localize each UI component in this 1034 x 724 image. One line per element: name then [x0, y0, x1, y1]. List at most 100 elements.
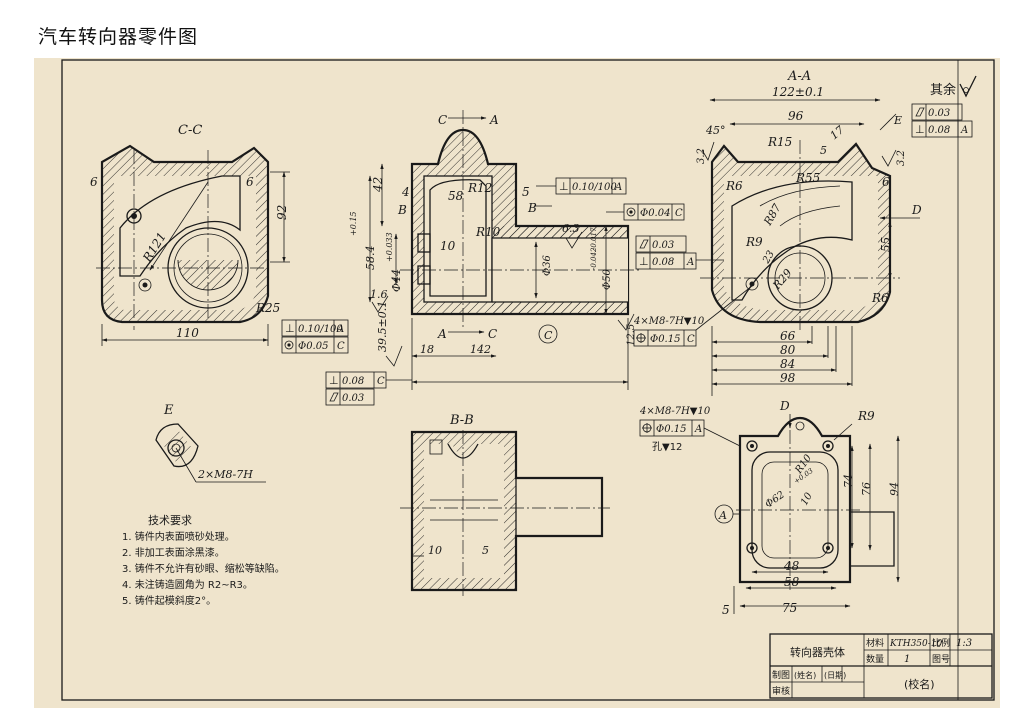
- svg-text:0.08: 0.08: [652, 257, 674, 268]
- svg-text:R15: R15: [767, 135, 792, 149]
- svg-text:R12: R12: [467, 181, 492, 195]
- svg-text:6: 6: [90, 175, 98, 189]
- svg-text:6.3: 6.3: [562, 222, 580, 235]
- view-a-a: A-A 122±0.1 96 45° R15 5 17 3.2 3.2 R6 R…: [696, 69, 922, 396]
- thread-callout-2: 4×M8-7H▼10 Φ0.15 A 孔▼12: [639, 406, 741, 453]
- svg-text:58: 58: [448, 189, 464, 203]
- svg-text:⊥: ⊥: [285, 322, 295, 335]
- svg-text:10: 10: [440, 239, 456, 253]
- svg-text:+0.15: +0.15: [349, 211, 358, 236]
- svg-text:55: 55: [879, 237, 893, 252]
- svg-text:A-A: A-A: [787, 69, 811, 84]
- svg-text:C: C: [675, 208, 683, 219]
- svg-text:3. 铸件不允许有砂眼、缩松等缺陷。: 3. 铸件不允许有砂眼、缩松等缺陷。: [122, 562, 285, 575]
- svg-text:Φ0.15: Φ0.15: [656, 424, 686, 435]
- svg-text:⊥: ⊥: [639, 255, 649, 268]
- svg-text:66: 66: [780, 329, 796, 343]
- svg-text:2×M8-7H: 2×M8-7H: [197, 468, 253, 481]
- svg-text:3.2: 3.2: [896, 150, 907, 166]
- svg-text:B: B: [397, 203, 407, 217]
- view-main: C A 58 R12 5 4 B 42 B 10 R10 58.4 +0.15 …: [349, 110, 640, 390]
- tol-box-cc: ⊥ 0.10/100 A Φ0.05 C: [281, 319, 349, 354]
- tol-box-bottom-left: ⊥ 0.08 C 0.03: [325, 371, 412, 406]
- svg-text:A: A: [686, 257, 694, 268]
- svg-text:技术要求: 技术要求: [148, 514, 192, 527]
- thread-callout-1: 4×M8-7H▼10 Φ0.15 C: [633, 285, 753, 347]
- requirements: 技术要求 1. 铸件内表面喷砂处理。 2. 非加工表面涂黑漆。 3. 铸件不允许…: [122, 514, 285, 607]
- svg-text:比例: 比例: [932, 637, 950, 649]
- svg-text:C: C: [544, 329, 553, 342]
- svg-text:58.4: 58.4: [364, 246, 377, 271]
- svg-text:10: 10: [428, 544, 442, 557]
- svg-text:5: 5: [482, 544, 489, 557]
- svg-text:18: 18: [420, 343, 434, 356]
- svg-text:Φ0.15: Φ0.15: [650, 334, 680, 345]
- svg-text:转向器壳体: 转向器壳体: [790, 645, 845, 659]
- svg-text:2. 非加工表面涂黑漆。: 2. 非加工表面涂黑漆。: [122, 546, 225, 559]
- svg-text:48: 48: [783, 559, 800, 573]
- svg-text:A: A: [694, 424, 702, 435]
- view-b-b: B-B 10 5: [400, 413, 610, 596]
- svg-text:94: 94: [888, 482, 901, 496]
- svg-text:R87: R87: [761, 202, 784, 229]
- svg-text:0.08: 0.08: [928, 125, 950, 136]
- svg-text:图号: 图号: [932, 654, 950, 665]
- svg-text:0.10/100: 0.10/100: [298, 324, 343, 335]
- svg-text:1:3: 1:3: [956, 638, 972, 649]
- svg-text:A: A: [437, 327, 447, 341]
- roughness-note: 其余: [930, 75, 977, 98]
- svg-text:0.03: 0.03: [928, 108, 950, 119]
- svg-text:Φ36: Φ36: [542, 254, 553, 276]
- svg-text:KTH350-10: KTH350-10: [889, 639, 943, 649]
- title-block: 转向器壳体 材料 KTH350-10 比例 1:3 数量 1 图号 制图 (姓名…: [769, 633, 993, 699]
- svg-text:R6: R6: [725, 179, 743, 193]
- svg-text:5: 5: [820, 144, 827, 157]
- svg-text:R9: R9: [745, 235, 763, 249]
- svg-text:Φ50: Φ50: [602, 268, 613, 290]
- drawing-sheet: C-C R121 6 6 92 R25 110 ⊥ 0.10/100 A: [34, 58, 1000, 708]
- svg-text:R10: R10: [475, 225, 501, 239]
- svg-text:6: 6: [246, 175, 254, 189]
- svg-text:Φ0.05: Φ0.05: [298, 341, 328, 352]
- svg-text:17: 17: [828, 123, 847, 142]
- svg-text:制图: 制图: [772, 669, 790, 681]
- svg-text:110: 110: [176, 326, 199, 340]
- svg-text:45°: 45°: [705, 124, 726, 137]
- svg-text:58: 58: [784, 575, 800, 589]
- svg-text:A: A: [489, 113, 499, 127]
- tol-box-aa: 0.03 ⊥ 0.08 A: [635, 235, 724, 270]
- svg-text:-0.042: -0.042: [590, 247, 598, 270]
- svg-text:其余: 其余: [930, 82, 956, 98]
- svg-text:(校名): (校名): [904, 677, 935, 691]
- svg-text:75: 75: [782, 601, 797, 615]
- svg-text:R55: R55: [795, 171, 820, 185]
- svg-text:D: D: [911, 203, 922, 217]
- tol-box-top-right: 0.03 ⊥ 0.08 A: [911, 103, 973, 138]
- view-d: D R9 Φ62 +0.03 R10 10 74 76 94 48 58 75 …: [714, 399, 901, 617]
- svg-text:⊥: ⊥: [915, 123, 925, 136]
- svg-text:材料: 材料: [866, 637, 884, 649]
- svg-text:E: E: [163, 403, 174, 418]
- svg-text:B-B: B-B: [449, 413, 474, 428]
- svg-text:3.2: 3.2: [696, 148, 707, 164]
- svg-text:12.5: 12.5: [626, 324, 637, 346]
- svg-text:5. 铸件起模斜度2°。: 5. 铸件起模斜度2°。: [122, 594, 216, 607]
- svg-text:42: 42: [371, 177, 385, 193]
- svg-text:审核: 审核: [772, 685, 790, 697]
- svg-text:96: 96: [788, 109, 804, 123]
- svg-text:A: A: [718, 509, 727, 522]
- svg-text:4×M8-7H▼10: 4×M8-7H▼10: [639, 406, 711, 417]
- svg-text:1: 1: [904, 654, 910, 665]
- svg-text:R6: R6: [871, 291, 889, 305]
- svg-text:98: 98: [780, 371, 796, 385]
- svg-text:+0.033: +0.033: [385, 232, 394, 262]
- svg-text:84: 84: [780, 357, 795, 371]
- svg-text:C: C: [488, 327, 497, 341]
- svg-text:122±0.1: 122±0.1: [772, 85, 824, 99]
- svg-text:C: C: [377, 376, 385, 387]
- svg-text:C: C: [438, 113, 447, 127]
- svg-text:C: C: [687, 334, 695, 345]
- svg-text:B: B: [527, 201, 537, 215]
- svg-text:⊥: ⊥: [559, 180, 569, 193]
- svg-text:5: 5: [522, 185, 530, 199]
